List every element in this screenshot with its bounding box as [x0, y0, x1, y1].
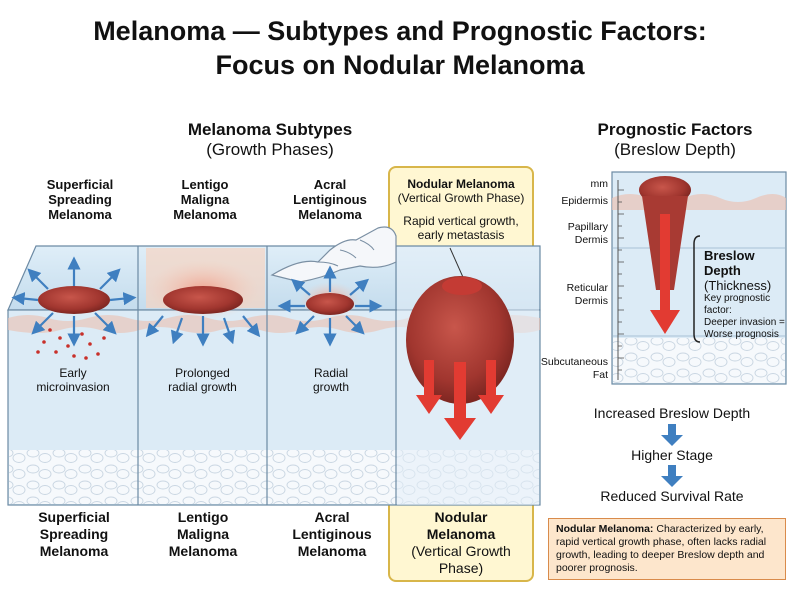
subtypes-heading-sub: (Growth Phases) [206, 140, 334, 159]
panel-2-top-label: Lentigo Maligna Melanoma [145, 177, 265, 222]
panel-1-note-line: microinvasion [36, 380, 110, 394]
panel-4-bottom-line: Nodular [434, 509, 488, 525]
panel-1-bottom-line: Melanoma [39, 543, 109, 559]
info-box-lead: Nodular Melanoma: [556, 523, 654, 535]
flow-step-1: Increased Breslow Depth [593, 405, 751, 421]
panel-3-top-line: Lentiginous [293, 192, 367, 207]
panel-2-bottom-line: Lentigo [177, 509, 229, 525]
flow-arrow-2 [661, 465, 683, 487]
panel-1-tumor [38, 286, 110, 314]
panel-3-note-line: Radial [313, 366, 349, 380]
layer-papillary-dermis: Papillary Dermis [530, 221, 608, 247]
ruler-unit: mm [590, 178, 609, 190]
panel-4-note-line: Rapid vertical growth, [403, 214, 519, 228]
panel-3-bottom-line: Melanoma [297, 543, 367, 559]
panel-4-note-line: early metastasis [417, 228, 505, 242]
panel-2-top-line: Maligna [180, 192, 230, 207]
panel-3-bottom-line: Acral [314, 509, 350, 525]
panel-1-lesion [11, 256, 137, 360]
panel-2-top-line: Lentigo [181, 177, 229, 192]
flow-step-2: Higher Stage [631, 447, 713, 463]
bracket-title-line: Breslow [704, 248, 755, 263]
breslow-bracket-label: Breslow Depth (Thickness) Key prognostic… [704, 248, 796, 341]
breslow-diagram [611, 171, 787, 385]
panel-4-invasion-arrows [416, 360, 504, 440]
panel-1-bottom-label: Superficial Spreading Melanoma [15, 509, 133, 560]
subtypes-heading-title: Melanoma Subtypes [187, 120, 353, 139]
panel-4-top-sub: (Vertical Growth Phase) [397, 191, 525, 205]
panel-3-lesion [270, 226, 397, 347]
layer-reticular-text: Reticular Dermis [566, 282, 608, 307]
bracket-sub: (Thickness) [704, 278, 772, 293]
panel-3-bottom-line: Lentiginous [292, 526, 372, 542]
panel-1-top-line: Melanoma [48, 207, 112, 222]
panel-1-invasion-dots [36, 328, 106, 360]
panel-3-bottom-label: Acral Lentiginous Melanoma [270, 509, 394, 560]
panel-2-radial-arrows [145, 315, 261, 347]
bracket-note-line: Deeper invasion = [704, 317, 785, 328]
layer-reticular-dermis: Reticular Dermis [530, 282, 608, 308]
panel-4-bottom-line: Phase) [438, 560, 484, 576]
panel-1-bottom-line: Spreading [39, 526, 109, 542]
panel-3-note-line: growth [312, 380, 350, 394]
panel-4-top-label: Nodular Melanoma (Vertical Growth Phase) [390, 177, 532, 205]
panel-1-top-line: Spreading [48, 192, 112, 207]
panel-3-tumor [306, 293, 354, 315]
panel-2-bottom-line: Melanoma [168, 543, 238, 559]
prognostic-heading: Prognostic Factors (Breslow Depth) [560, 120, 790, 160]
panel-4-bottom-line: Melanoma [426, 526, 496, 542]
panel-1-bottom-line: Superficial [38, 509, 110, 525]
panel-4-top-title: Nodular Melanoma [407, 177, 515, 191]
bracket-title-line: Depth [704, 263, 741, 278]
subtypes-heading: Melanoma Subtypes (Growth Phases) [120, 120, 420, 160]
panel-3-top-label: Acral Lentiginous Melanoma [265, 177, 395, 222]
prognostic-heading-title: Prognostic Factors [597, 120, 753, 139]
layer-fat-text: Subcutaneous Fat [540, 356, 608, 381]
breslow-bracket [693, 235, 701, 343]
flow-arrows [661, 424, 683, 487]
nodular-info-box: Nodular Melanoma: Characterized by early… [548, 518, 786, 580]
flow-step-3: Reduced Survival Rate [600, 488, 744, 504]
bracket-note-line: Worse prognosis [704, 329, 779, 340]
page-title: Melanoma — Subtypes and Prognostic Facto… [0, 14, 800, 82]
panel-3-radial-arrows [277, 265, 383, 347]
panel-4-bottom-line: (Vertical Growth [411, 543, 511, 559]
layer-epidermis: Epidermis [561, 195, 608, 207]
panel-2-note-line: radial growth [168, 380, 237, 394]
panel-3-note: Radial growth [272, 366, 390, 394]
panel-2-top-line: Melanoma [173, 207, 237, 222]
flow-arrow-1 [661, 424, 683, 446]
panel-1-note-line: Early [59, 366, 87, 380]
layer-papillary-text: Papillary Dermis [567, 221, 608, 246]
panel-1-radial-arrows [11, 256, 137, 347]
bracket-note-line: Key prognostic factor: [704, 293, 771, 316]
panel-1-top-label: Superficial Spreading Melanoma [20, 177, 140, 222]
title-line-2: Focus on Nodular Melanoma [215, 50, 585, 80]
title-line-1: Melanoma — Subtypes and Prognostic Facto… [93, 16, 707, 46]
panel-2-note-line: Prolonged [175, 366, 230, 380]
panel-4-lesion [397, 247, 539, 505]
panel-1-top-line: Superficial [46, 177, 114, 192]
info-box-text: Characterized by early, rapid vertical g… [556, 523, 767, 574]
panel-2-tumor [163, 286, 243, 314]
prognostic-heading-sub: (Breslow Depth) [614, 140, 736, 159]
panel-2-bottom-label: Lentigo Maligna Melanoma [144, 509, 262, 560]
layer-subcutaneous-fat: Subcutaneous Fat [520, 356, 608, 382]
breslow-depth-arrow [650, 214, 680, 334]
panel-4-bottom-label: Nodular Melanoma (Vertical Growth Phase) [390, 509, 532, 577]
panel-2-bottom-line: Maligna [176, 526, 230, 542]
panel-4-note: Rapid vertical growth, early metastasis [390, 214, 532, 242]
panel-3-top-line: Melanoma [298, 207, 362, 222]
panel-3-top-line: Acral [313, 177, 347, 192]
ruler-ticks [618, 189, 624, 371]
panel-2-note: Prolonged radial growth [145, 366, 260, 394]
panel-1-note: Early microinvasion [18, 366, 128, 394]
panel-2-lesion [145, 248, 265, 347]
